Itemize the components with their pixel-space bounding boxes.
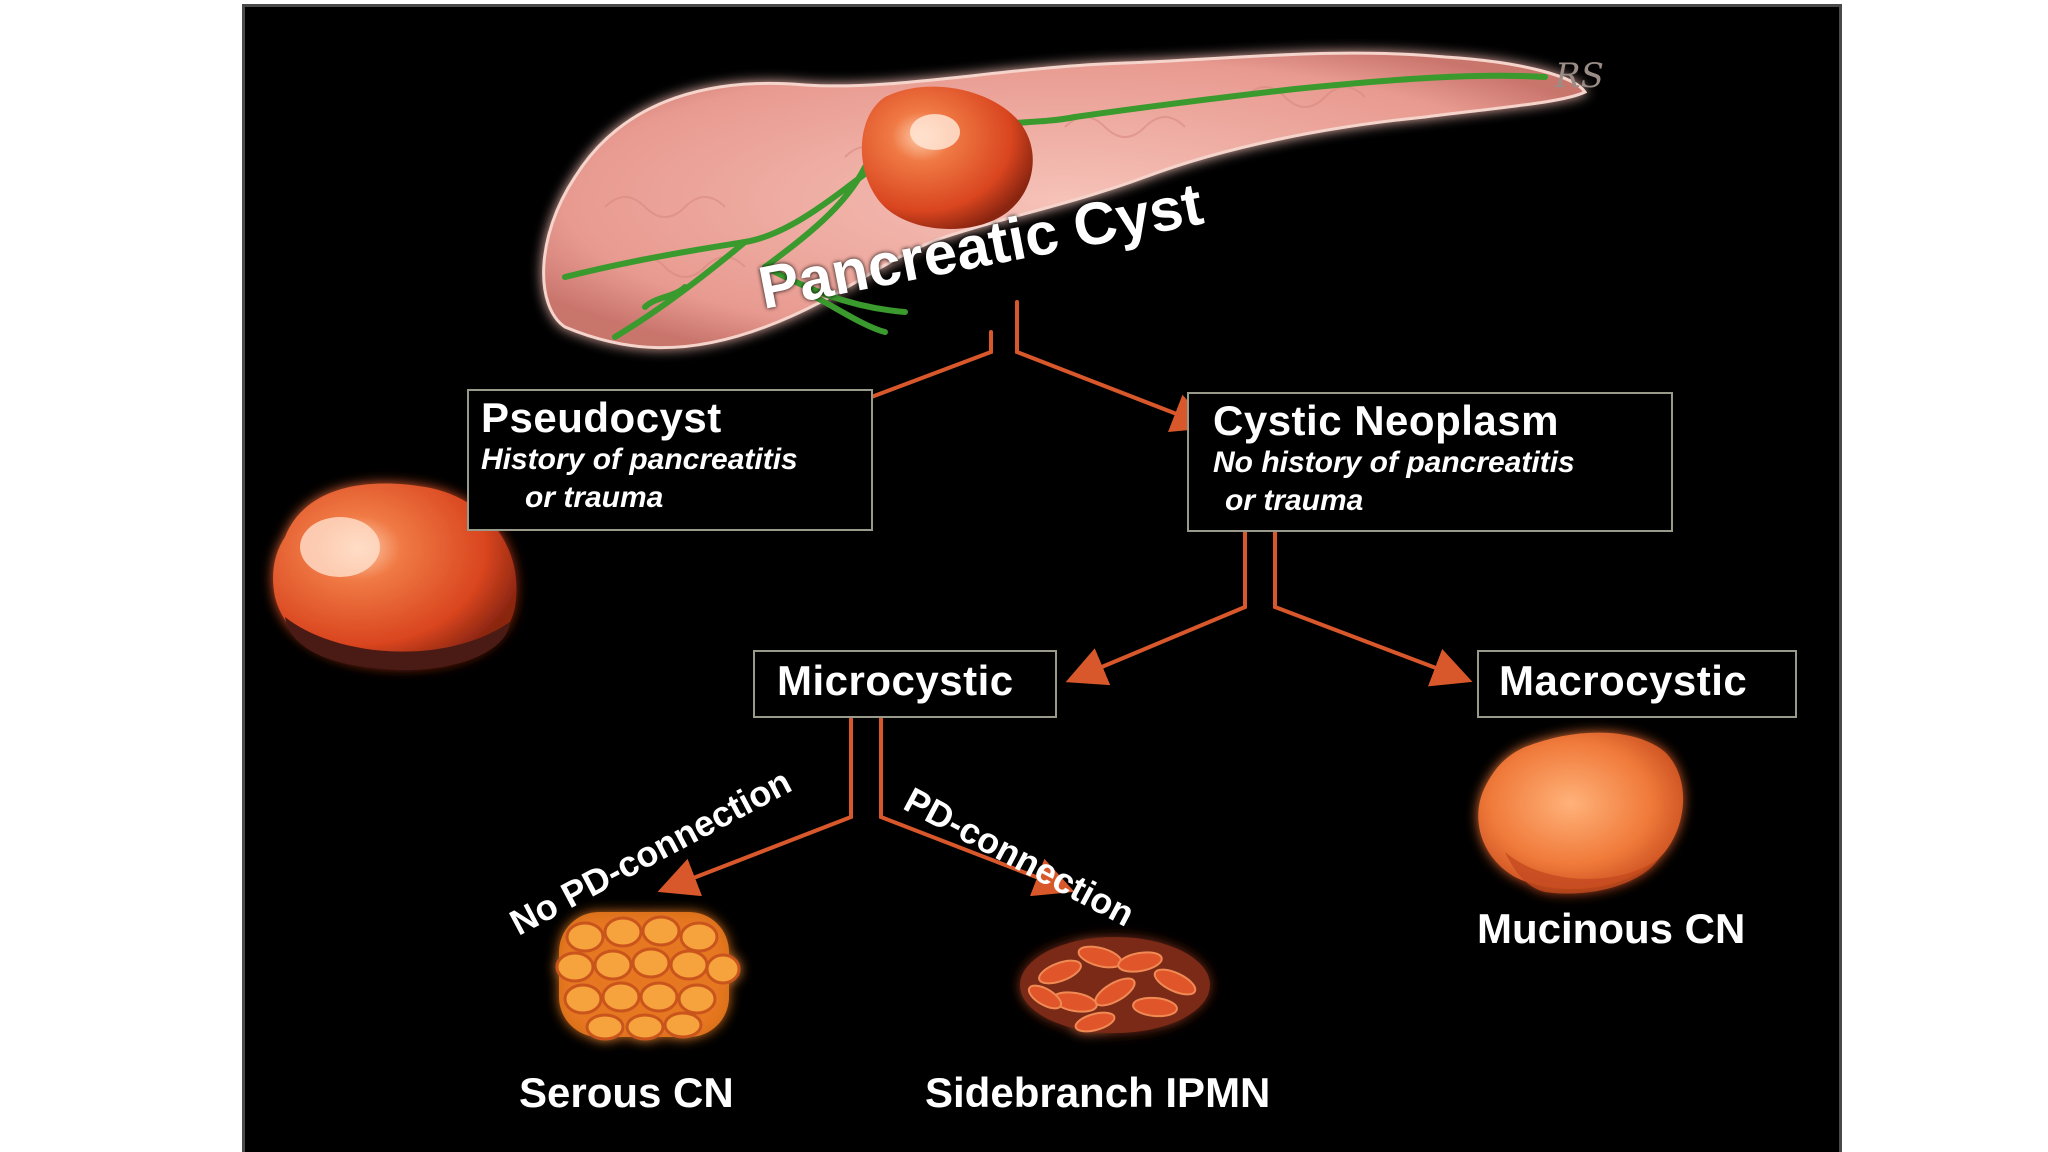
arrow-to-microcystic xyxy=(1065,527,1247,686)
node-microcystic: Microcystic xyxy=(753,650,1057,718)
pseudocyst-illustration xyxy=(273,483,517,671)
leaf-serous-cn: Serous CN xyxy=(519,1069,734,1116)
pseudocyst-line2: or trauma xyxy=(525,481,664,514)
sidebranch-ipmn-illustration xyxy=(1020,937,1210,1033)
arrow-to-macrocystic xyxy=(1273,527,1473,687)
diagram-slide: RS xyxy=(242,4,1842,1152)
pseudocyst-title: Pseudocyst xyxy=(481,394,722,441)
cystic-neoplasm-title: Cystic Neoplasm xyxy=(1213,397,1559,444)
macrocystic-title: Macrocystic xyxy=(1499,657,1748,704)
node-macrocystic: Macrocystic xyxy=(1477,650,1797,718)
node-pseudocyst: Pseudocyst History of pancreatitis or tr… xyxy=(467,389,873,531)
arrow-to-sidebranch xyxy=(879,717,1075,897)
arrow-to-serous xyxy=(657,717,853,897)
node-cystic-neoplasm: Cystic Neoplasm No history of pancreatit… xyxy=(1187,392,1673,532)
pancreatic-cyst-illustration xyxy=(861,86,1033,229)
arrow-to-cystic-neoplasm xyxy=(1015,300,1213,433)
leaf-sidebranch-ipmn: Sidebranch IPMN xyxy=(925,1069,1271,1116)
mucinous-cn-illustration xyxy=(1478,732,1684,894)
artist-signature: RS xyxy=(1554,56,1604,96)
diagram-artwork: RS xyxy=(273,51,1684,1041)
cystic-neoplasm-line1: No history of pancreatitis xyxy=(1213,446,1575,479)
pseudocyst-line1: History of pancreatitis xyxy=(481,443,798,476)
cystic-neoplasm-line2: or trauma xyxy=(1225,484,1364,517)
serous-cn-illustration xyxy=(555,912,741,1041)
microcystic-title: Microcystic xyxy=(777,657,1014,704)
leaf-mucinous-cn: Mucinous CN xyxy=(1477,905,1746,952)
